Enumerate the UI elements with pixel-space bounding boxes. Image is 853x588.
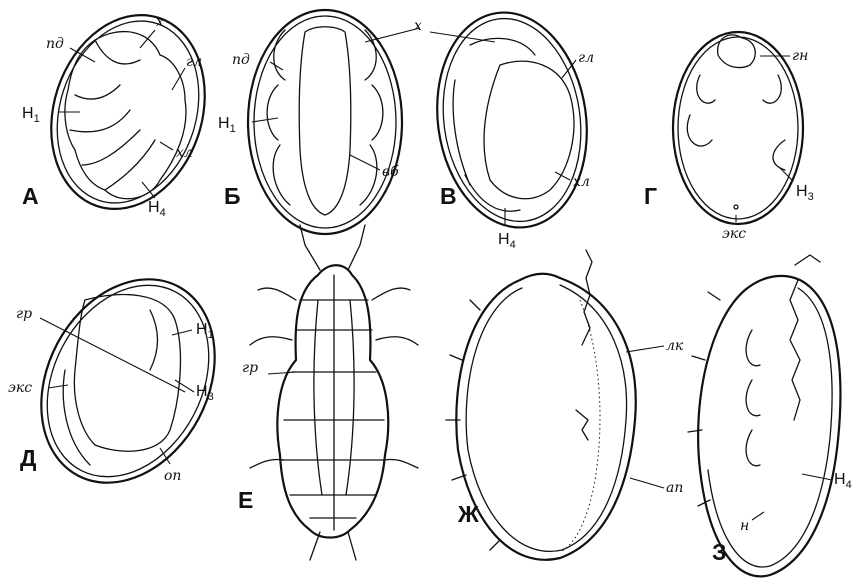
panel-z-egg: [688, 255, 840, 576]
panel-z-letter: З: [712, 539, 726, 565]
label-gl-v: гл: [578, 50, 594, 66]
panel-a-letter: А: [22, 183, 39, 209]
panel-d-letter: Д: [20, 445, 36, 471]
label-pd-b: пд: [232, 52, 250, 68]
label-x-a: х: [156, 14, 164, 30]
panel-v-letter: В: [440, 183, 457, 209]
label-h1-b: Н1: [218, 115, 236, 135]
label-ap-zh: ап: [666, 480, 683, 496]
label-pd-a: пд: [46, 36, 64, 52]
label-x-shared: х: [414, 18, 422, 34]
label-h3-g: Н3: [796, 183, 814, 203]
label-xl-a: хл: [176, 145, 193, 161]
panel-g-letter: Г: [644, 183, 657, 209]
panel-g-egg: [673, 32, 803, 224]
label-eks-g: экс: [722, 226, 746, 242]
panel-b-letter: Б: [224, 183, 241, 209]
label-lk-zh: лк: [666, 338, 684, 354]
label-n-z: н: [740, 518, 749, 534]
panel-a-egg: [27, 0, 229, 229]
label-h4-z: Н4: [834, 471, 852, 491]
label-gr-e: гр: [242, 360, 258, 376]
label-h4-a: Н4: [148, 199, 166, 219]
panel-d-egg: [7, 249, 249, 513]
label-gl-a: гл: [186, 54, 202, 70]
label-h1-d: Н1: [196, 321, 214, 341]
label-xl-v: хл: [573, 174, 590, 190]
label-gn-g: гн: [792, 48, 808, 64]
label-vb-b: вб: [382, 164, 399, 180]
panel-b-egg: [248, 10, 420, 234]
label-op-d: оп: [164, 468, 181, 484]
label-h1-a: Н1: [22, 105, 40, 125]
panel-e-larva: [250, 225, 418, 560]
label-eks-d: экс: [8, 380, 32, 396]
label-gr-d: гр: [16, 306, 32, 322]
label-h4-v: Н4: [498, 231, 516, 251]
panel-zh-letter: Ж: [457, 501, 479, 527]
panel-e-letter: Е: [238, 487, 253, 513]
